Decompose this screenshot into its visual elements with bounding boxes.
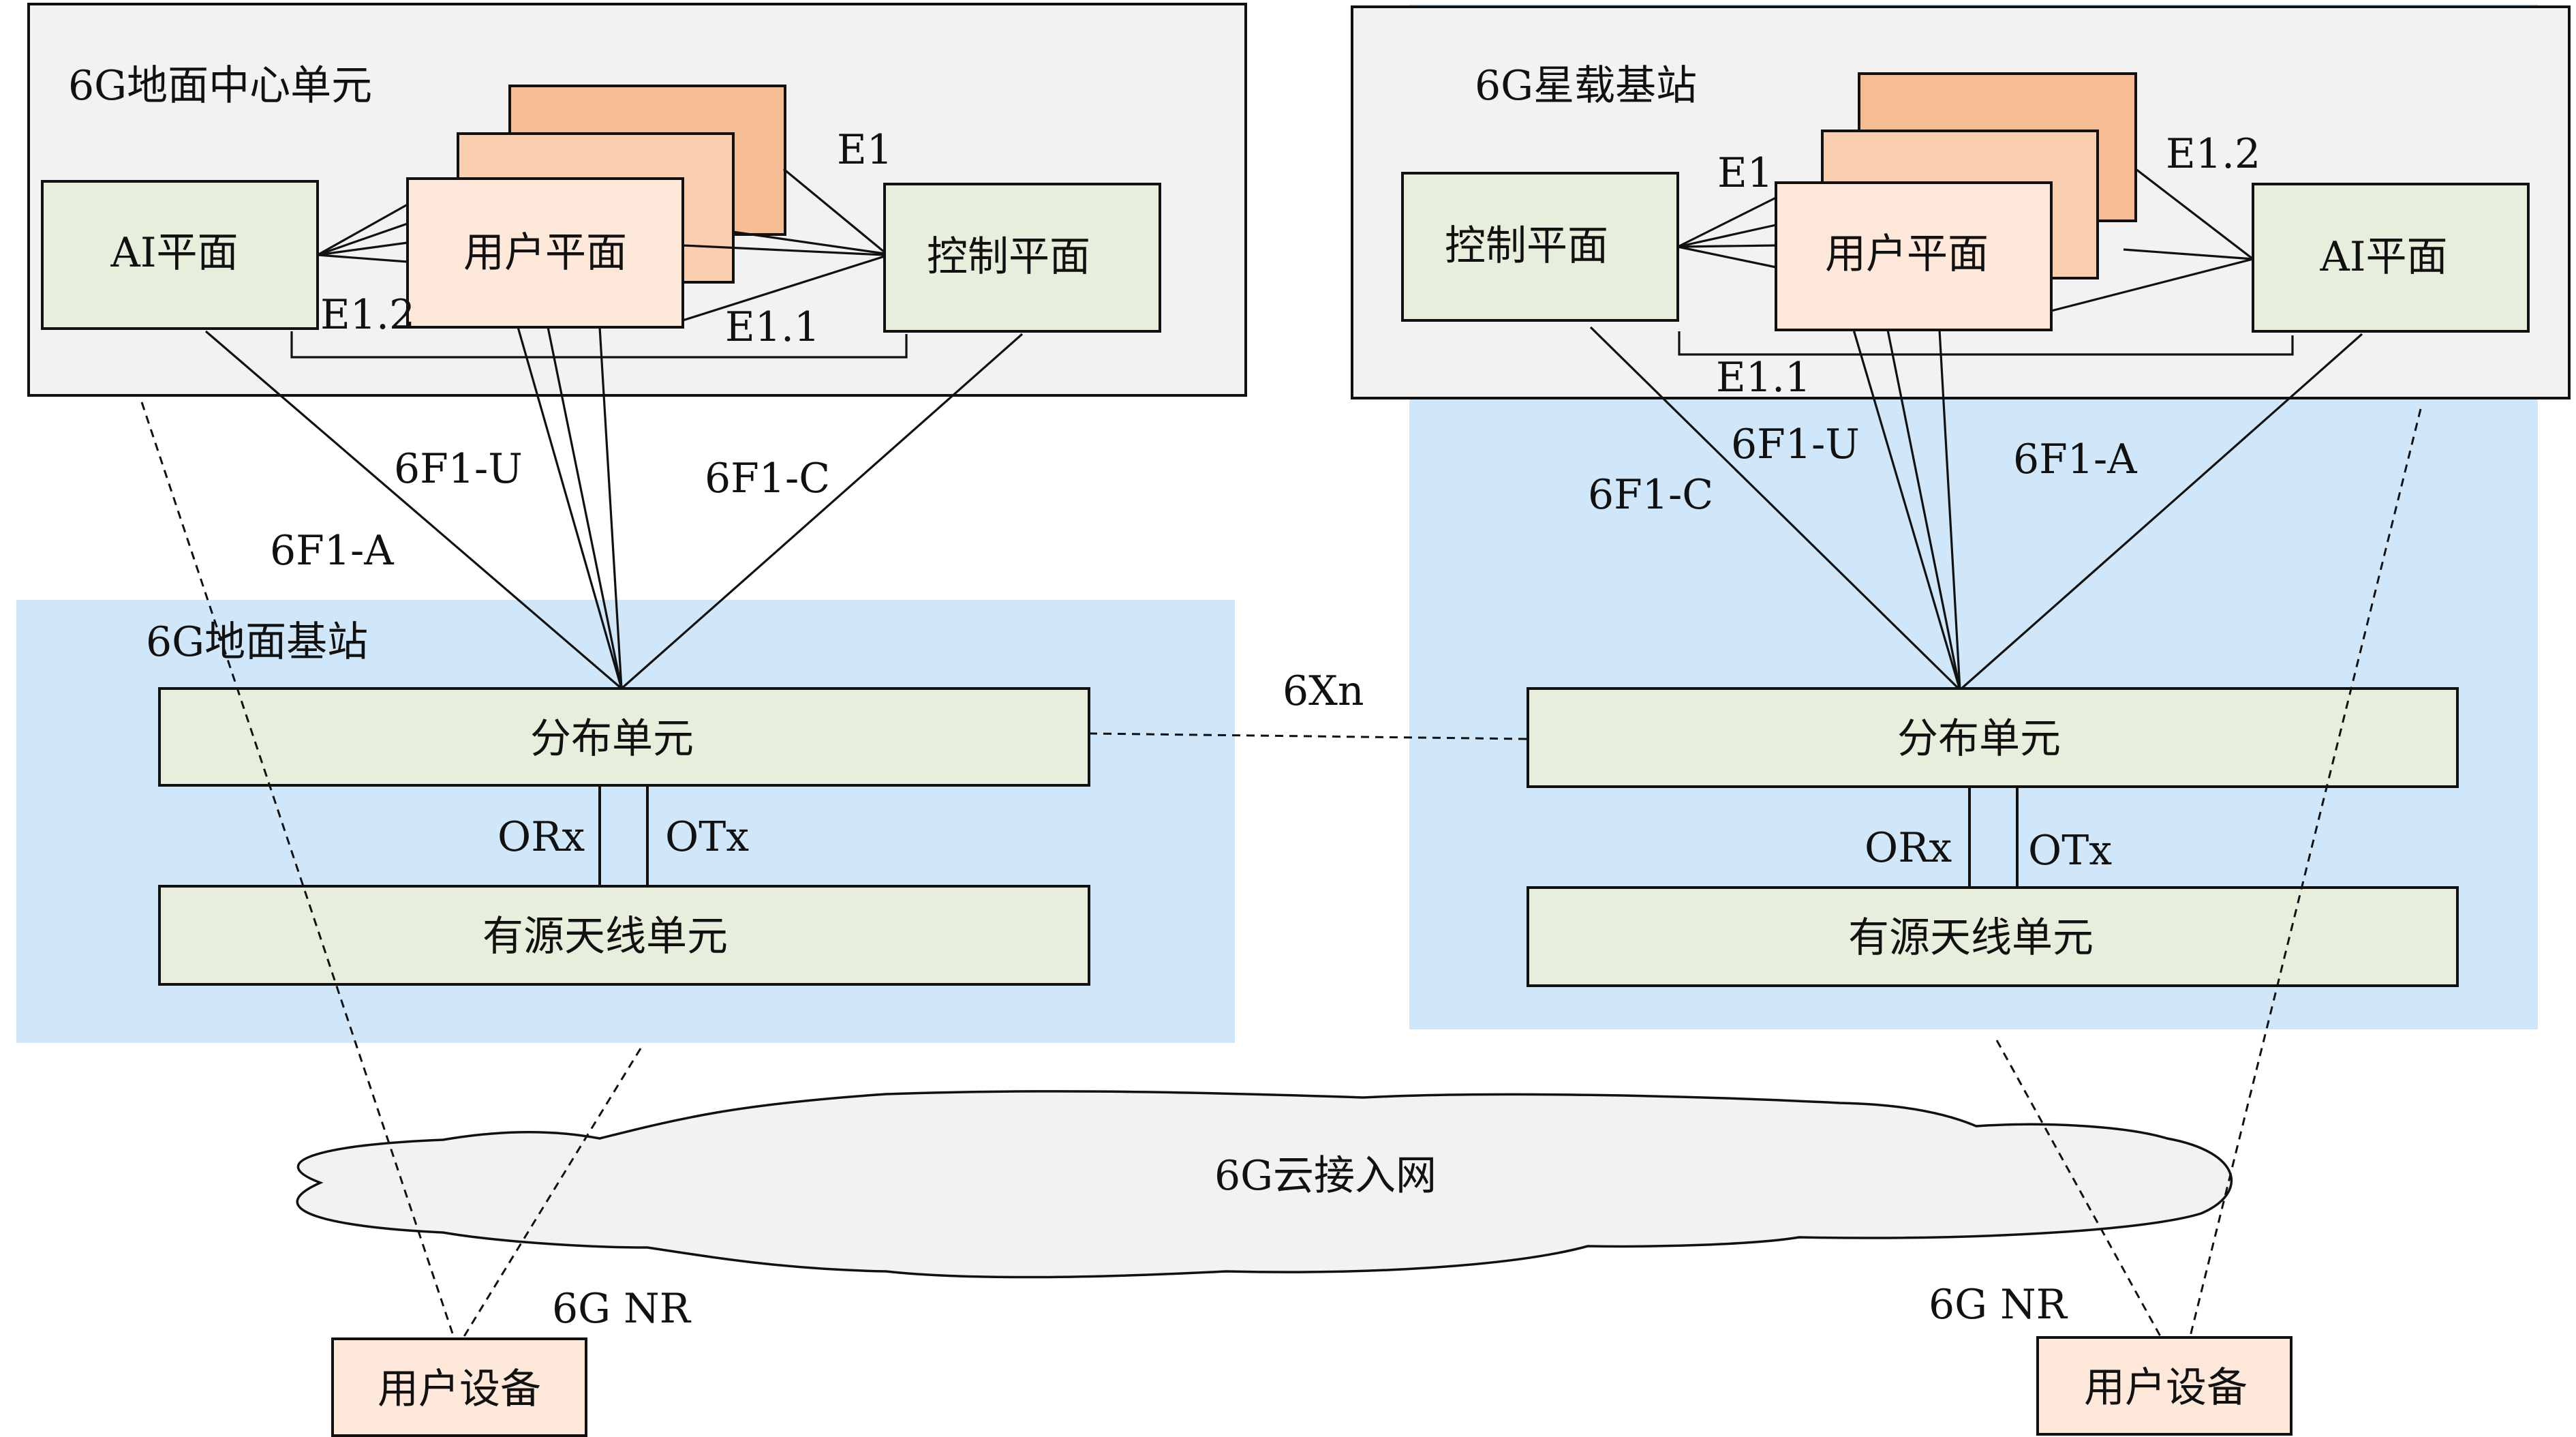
- right-e1-link: [1677, 244, 1777, 248]
- right-f1-u-label: 6F1-U: [1731, 421, 1860, 468]
- right-e1-2-link: [2051, 258, 2254, 312]
- right-du: [1527, 687, 2459, 788]
- left-e1-2-label: E1.2: [320, 291, 415, 339]
- left-f1-u-link: [547, 327, 623, 689]
- left-e1-2-link: [317, 254, 408, 263]
- right-ai-ue-link: [2189, 408, 2422, 1337]
- right-control-plane-label: 控制平面: [1445, 222, 1608, 270]
- right-f1-c-label: 6F1-C: [1588, 471, 1713, 519]
- right-e1-2-label: E1.2: [2166, 130, 2260, 178]
- right-f1-u-link: [1938, 329, 1961, 691]
- cloud-ran: [296, 1090, 2233, 1279]
- xn-label: 6Xn: [1283, 667, 1364, 715]
- left-e1-link: [782, 168, 886, 254]
- left-f1-c-label: 6F1-C: [705, 455, 830, 502]
- left-nr-label: 6G NR: [552, 1285, 692, 1333]
- left-f1-u-link: [517, 327, 623, 689]
- right-user-plane: [1775, 181, 2053, 331]
- left-f1-a-link: [204, 330, 623, 690]
- left-control-plane-label: 控制平面: [927, 233, 1090, 281]
- left-user-equipment: [331, 1337, 587, 1437]
- right-nr-label: 6G NR: [1929, 1281, 2068, 1329]
- left-f1-a-label: 6F1-A: [270, 527, 394, 575]
- right-e1-link: [1677, 224, 1777, 248]
- right-ue-label: 用户设备: [2084, 1364, 2248, 1412]
- left-e1-1-bracket: [290, 331, 908, 359]
- right-user-plane-label: 用户平面: [1825, 230, 1989, 278]
- left-du: [158, 687, 1090, 787]
- left-cu-title: 6G地面中心单元: [68, 62, 372, 110]
- left-e1-2-link: [317, 241, 408, 256]
- right-f1-c-link: [1589, 326, 1961, 691]
- xn-link: [1088, 732, 1529, 740]
- right-f1-u-link: [1886, 329, 1961, 691]
- right-e1-2-link: [2123, 248, 2254, 260]
- left-aau-label: 有源天线单元: [482, 913, 728, 960]
- left-e1-1-label: E1.1: [725, 303, 820, 351]
- left-f1-u-link: [598, 327, 623, 689]
- left-e1-link: [732, 230, 885, 255]
- right-cu-title: 6G星载基站: [1475, 62, 1697, 110]
- left-interface-bar: [598, 784, 649, 888]
- right-orx-label: ORx: [1865, 824, 1952, 872]
- right-interface-bar: [1968, 785, 2019, 889]
- left-f1-c-link: [620, 333, 1024, 690]
- left-control-plane: [883, 183, 1161, 333]
- right-f1-u-link: [1852, 329, 1961, 691]
- left-e1-link: [682, 244, 885, 256]
- right-du-label: 分布单元: [1897, 715, 2061, 763]
- right-f1-a-link: [1959, 333, 2363, 691]
- left-otx-label: OTx: [665, 813, 749, 861]
- left-ai-ue-link: [140, 402, 455, 1338]
- left-orx-label: ORx: [497, 813, 585, 861]
- left-e1-link: [682, 255, 885, 322]
- left-user-plane-label: 用户平面: [463, 229, 627, 277]
- left-ai-plane-label: AI平面: [110, 229, 238, 277]
- right-e1-link: [1677, 196, 1777, 248]
- cloud-label: 6G云接入网: [1214, 1152, 1437, 1200]
- right-e1-1-bracket: [1678, 331, 2294, 356]
- left-f1-u-label: 6F1-U: [394, 445, 523, 493]
- right-e1-2-link: [2135, 168, 2254, 260]
- left-e1-label: E1: [837, 126, 893, 174]
- right-e1-link: [1677, 245, 1777, 269]
- right-f1-a-label: 6F1-A: [2013, 436, 2137, 483]
- left-e1-2-link: [317, 222, 408, 256]
- right-aau: [1527, 886, 2459, 987]
- right-user-equipment: [2036, 1336, 2293, 1436]
- left-station-title: 6G地面基站: [146, 618, 368, 666]
- left-aau: [158, 885, 1090, 986]
- left-ue-label: 用户设备: [378, 1365, 541, 1413]
- right-otx-label: OTx: [2028, 827, 2112, 875]
- right-e1-1-label: E1.1: [1716, 354, 1811, 402]
- right-aau-label: 有源天线单元: [1848, 914, 2094, 962]
- left-user-plane: [406, 177, 684, 329]
- right-control-plane: [1401, 172, 1679, 322]
- left-e1-2-link: [317, 203, 408, 256]
- right-ai-plane: [2252, 183, 2530, 333]
- right-e1-label: E1: [1717, 149, 1773, 197]
- right-ai-plane-label: AI平面: [2319, 233, 2447, 281]
- left-du-label: 分布单元: [530, 715, 694, 763]
